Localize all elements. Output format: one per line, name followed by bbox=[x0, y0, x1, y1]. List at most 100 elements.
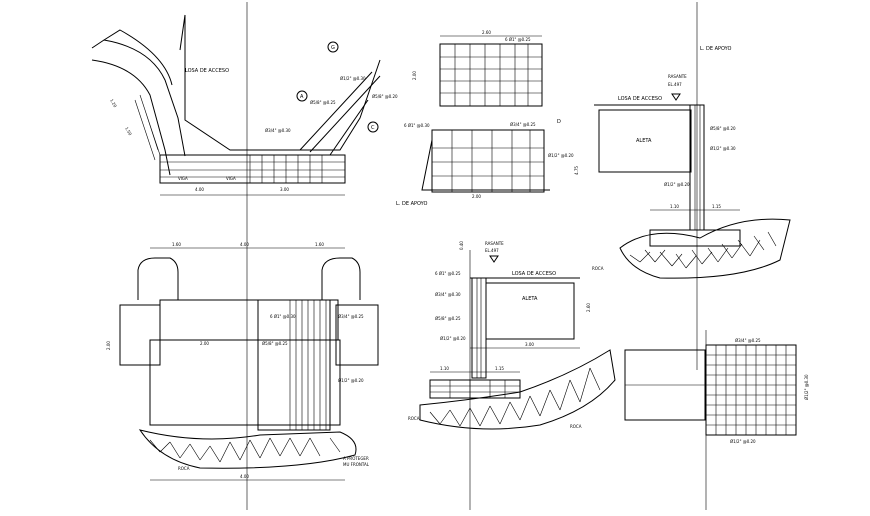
top-middle-rebar-plan: 2.60 6 Ø1" @0.25 2.00 bbox=[412, 30, 543, 107]
label-rasante-1: RASANTE bbox=[668, 74, 687, 79]
dim-bl-3: 1.60 bbox=[315, 242, 324, 247]
label-losa-acceso-3: LOSA DE ACCESO bbox=[512, 271, 556, 277]
rebar-tag-bm-1: 6 Ø1" @0.25 bbox=[435, 271, 461, 276]
rebar-tag-stem-2: Ø1/2" @0.30 bbox=[710, 146, 736, 151]
right-wing-line-1 bbox=[299, 71, 373, 151]
section-marker-3: C bbox=[367, 121, 379, 133]
dim-bm-vert-1: 0.40 bbox=[459, 241, 464, 250]
dim-plan-2: 3.00 bbox=[280, 187, 289, 192]
svg-text:A: A bbox=[300, 94, 304, 100]
dim-section-base: 2.00 bbox=[472, 194, 481, 199]
label-roca-1: ROCA bbox=[592, 266, 604, 271]
rebar-tag-br-3: Ø1/2" @0.30 bbox=[804, 374, 809, 400]
main-wall-body bbox=[149, 339, 341, 426]
section-marker-2: A bbox=[296, 90, 308, 102]
label-aleta-2: ALETA bbox=[522, 296, 538, 302]
label-viga-1: VIGA bbox=[178, 176, 188, 181]
rebar-tag-bl-4: Ø1/2" @0.20 bbox=[338, 378, 364, 383]
slab-outline-top bbox=[439, 43, 543, 107]
svg-text:C: C bbox=[371, 125, 375, 131]
dim-top-grid-vertical: 2.00 bbox=[412, 71, 417, 80]
dim-bl-1: 1.60 bbox=[172, 242, 181, 247]
label-proteger: A PROTEGER bbox=[343, 456, 369, 461]
footing-rebar-grid bbox=[160, 155, 345, 183]
rock-mass-bottom-left bbox=[138, 429, 357, 469]
label-apoyo-1: L. DE APOYO bbox=[396, 201, 427, 207]
top-right-elevation: L. DE APOYO RASANTE EL.497 LOSA DE ACCES… bbox=[574, 46, 791, 279]
label-viga-2: VIGA bbox=[226, 176, 236, 181]
axis-lines bbox=[246, 2, 707, 510]
rebar-tag-section-2: Ø3/4" @0.25 bbox=[510, 122, 536, 127]
dim-height-right: 4.75 bbox=[574, 166, 579, 175]
rasante-marker-1 bbox=[671, 93, 681, 101]
middle-section-apoyo: 6 Ø1" @0.30 Ø3/4" @0.25 Ø1/2" @0.20 D L.… bbox=[396, 119, 574, 207]
label-rasante-2: RASANTE bbox=[485, 241, 504, 246]
rebar-tag-plan-4: Ø5/8" @0.20 bbox=[372, 94, 398, 99]
footing-bm bbox=[429, 379, 521, 399]
dim-bm-f-1: 1.10 bbox=[440, 366, 449, 371]
dim-wing-1: 1.20 bbox=[109, 98, 118, 109]
approach-slab-outline bbox=[184, 15, 381, 151]
label-section-d: D bbox=[557, 119, 561, 125]
label-roca-2: ROCA bbox=[178, 466, 190, 471]
dim-bl-2: 4.00 bbox=[240, 242, 249, 247]
dim-bm-f-2: 1.15 bbox=[495, 366, 504, 371]
right-wing-line-2 bbox=[309, 75, 381, 153]
right-cap bbox=[321, 257, 361, 300]
rock-hatch-bottom-left bbox=[149, 437, 341, 463]
rebar-grid-top bbox=[440, 44, 542, 106]
label-losa-acceso: LOSA DE ACCESO bbox=[185, 68, 229, 74]
label-elev-1: EL.497 bbox=[668, 82, 682, 87]
right-wing-line-3 bbox=[329, 99, 369, 156]
rebar-tag-bl-2: Ø5/8" @0.25 bbox=[262, 341, 288, 346]
grid-panel-br-rebar bbox=[706, 345, 796, 435]
left-side-wall bbox=[119, 304, 161, 366]
svg-text:G: G bbox=[331, 45, 335, 51]
main-wall-top bbox=[159, 299, 339, 341]
dim-bl-mid: 2.00 bbox=[200, 341, 209, 346]
label-elev-2: EL.497 bbox=[485, 248, 499, 253]
rebar-tag-plan-3: Ø1/2" @0.30 bbox=[340, 76, 366, 81]
rebar-tag-top-grid: 6 Ø1" @0.25 bbox=[505, 37, 531, 42]
stem-left bbox=[257, 299, 331, 431]
rebar-tag-bl-3: Ø3/4" @0.25 bbox=[338, 314, 364, 319]
rebar-tag-bm-4: Ø1/2" @0.20 bbox=[440, 336, 466, 341]
footing-outline bbox=[159, 154, 346, 184]
rebar-tag-section-1: 6 Ø1" @0.30 bbox=[404, 123, 430, 128]
left-wing-wall-inner bbox=[91, 59, 171, 176]
footing-bm-rebar bbox=[430, 380, 520, 398]
dim-footing-right-1: 1.10 bbox=[670, 204, 679, 209]
label-apoyo-2: L. DE APOYO bbox=[700, 46, 731, 52]
right-side-wall bbox=[335, 304, 379, 366]
dim-plan-1: 4.00 bbox=[195, 187, 204, 192]
stem-left-rebar bbox=[289, 300, 327, 430]
label-roca-4: ROCA bbox=[570, 424, 582, 429]
dim-bm-vert-2: 2.60 bbox=[586, 303, 591, 312]
bottom-middle-section: 0.40 RASANTE EL.497 LOSA DE ACCESO ALETA… bbox=[408, 241, 616, 430]
dim-top-grid: 2.60 bbox=[482, 30, 491, 35]
grid-panel-br bbox=[705, 344, 797, 436]
left-wing-wall bbox=[91, 39, 186, 157]
rebar-tag-stem-1: Ø5/8" @0.20 bbox=[710, 126, 736, 131]
dim-footing-right-2: 1.15 bbox=[712, 204, 721, 209]
rebar-tag-plan-1: Ø3/4" @0.30 bbox=[265, 128, 291, 133]
rock-hatch-right bbox=[629, 231, 777, 269]
rebar-tag-section-3: Ø1/2" @0.20 bbox=[548, 153, 574, 158]
rebar-tag-stem-3: Ø1/2" @0.20 bbox=[664, 182, 690, 187]
plan-view-top-left: LOSA DE ACCESO VIGA VIGA 4.00 3.00 1.20 … bbox=[91, 14, 398, 196]
left-wing-hatch bbox=[134, 94, 161, 161]
left-wing-wall-top bbox=[103, 29, 173, 86]
rebar-tag-br-1: Ø3/4" @0.25 bbox=[735, 338, 761, 343]
stem-bm bbox=[471, 277, 487, 379]
bottom-left-elevation: 1.60 4.00 1.60 2.00 6 Ø1" @0.30 Ø5/8" @0… bbox=[106, 242, 379, 481]
rasante-marker-2 bbox=[489, 255, 499, 263]
label-losa-acceso-2: LOSA DE ACCESO bbox=[618, 96, 662, 102]
section-rebar-grid bbox=[432, 130, 544, 192]
rebar-tag-br-2: Ø1/2" @0.20 bbox=[730, 439, 756, 444]
dim-bm-1: 3.00 bbox=[525, 342, 534, 347]
left-cap bbox=[137, 257, 179, 300]
rebar-tag-bm-2: Ø3/4" @0.30 bbox=[435, 292, 461, 297]
label-aleta-1: ALETA bbox=[636, 138, 652, 144]
rock-mass-right bbox=[619, 218, 791, 279]
